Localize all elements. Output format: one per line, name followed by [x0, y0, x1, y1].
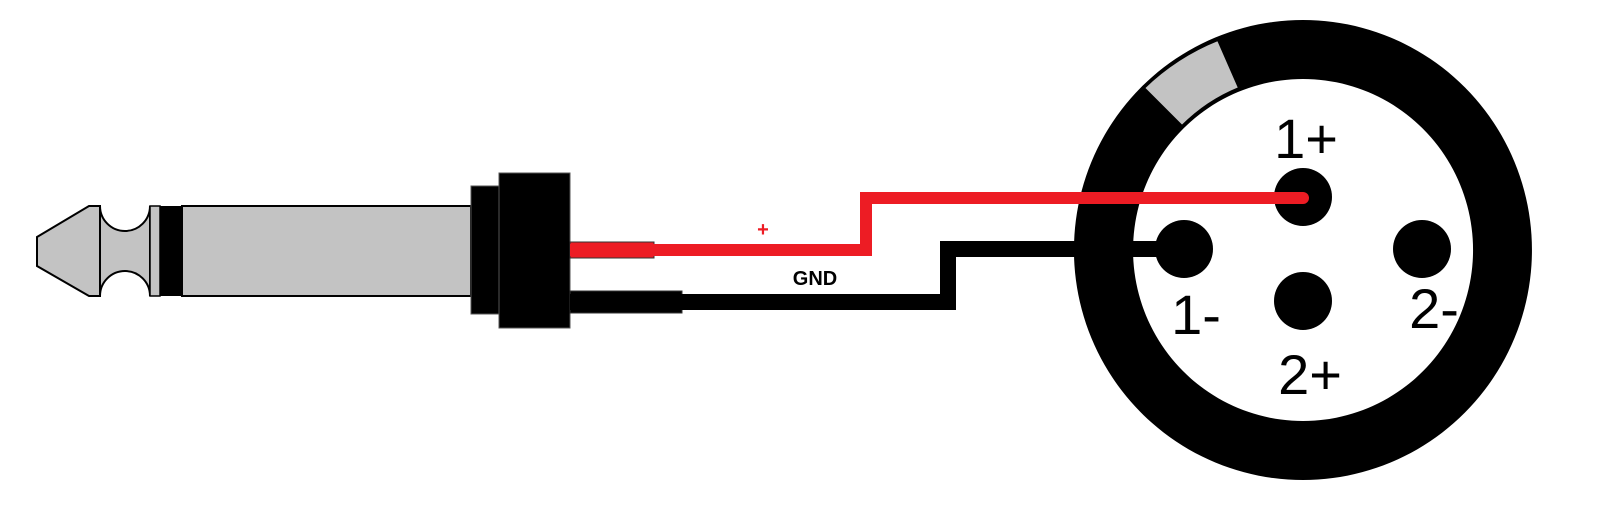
plug-neck [99, 205, 151, 297]
xlr-connector: 1+ 1- 2- 2+ [1064, 20, 1532, 480]
xlr-key-notch [1142, 38, 1241, 128]
trs-plug [36, 172, 571, 329]
pin-label-2-minus: 2- [1409, 277, 1459, 340]
plug-sleeve [181, 205, 472, 297]
pin-1-minus [1155, 220, 1213, 278]
pin-2-plus [1274, 272, 1332, 330]
plug-boot-collar [470, 185, 500, 315]
pin-2-minus [1393, 220, 1451, 278]
plug-tip [36, 205, 101, 297]
plug-boot [498, 172, 571, 329]
plug-insulator-band [160, 206, 182, 296]
plug-ring [149, 205, 161, 297]
pin-label-1-minus: 1- [1171, 283, 1221, 346]
signal-wire-label: + [757, 219, 769, 241]
pin-label-2-plus: 2+ [1278, 343, 1342, 406]
ground-wire-label: GND [793, 268, 837, 290]
ground-wire [570, 241, 1183, 310]
pin-label-1-plus: 1+ [1274, 107, 1338, 170]
